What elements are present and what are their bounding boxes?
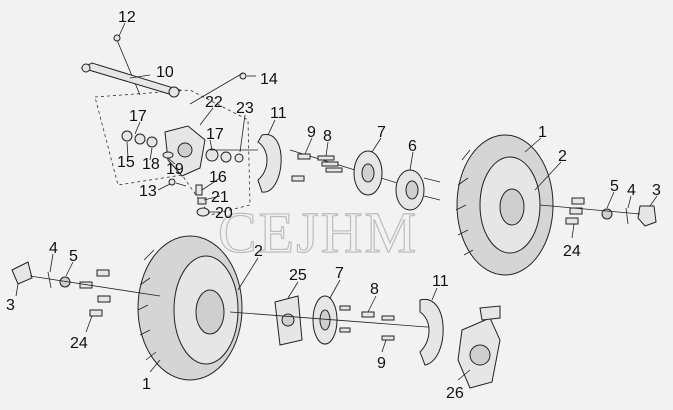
brake-shield-lower — [419, 299, 444, 366]
leader-lines — [15, 22, 658, 381]
callout-2-lower: 2 — [254, 243, 263, 260]
tire-upper-right — [455, 134, 554, 276]
callout-9-lower: 9 — [377, 355, 386, 372]
brake-disc-upper — [353, 150, 383, 196]
callout-21: 21 — [211, 189, 229, 206]
tire-lower-left — [137, 235, 243, 381]
bolts-lower — [229, 305, 441, 341]
callout-24-left: 24 — [70, 335, 88, 352]
callout-23: 23 — [236, 100, 254, 117]
callout-11-lower: 11 — [432, 273, 449, 290]
callout-3-left: 3 — [6, 297, 15, 314]
brake-shield-upper — [210, 134, 282, 193]
callout-4-right: 4 — [627, 182, 636, 199]
callout-11-upper: 11 — [270, 105, 287, 122]
steering-knuckle-lower — [457, 305, 501, 389]
callout-1-lower: 1 — [142, 376, 151, 393]
callout-4-left: 4 — [49, 240, 58, 257]
callout-10: 10 — [156, 64, 174, 81]
callout-14: 14 — [260, 71, 278, 88]
watermark-text: CEJHM — [218, 200, 418, 265]
callout-22: 22 — [205, 94, 223, 111]
callout-13: 13 — [139, 183, 157, 200]
callout-8-upper: 8 — [323, 128, 332, 145]
callout-9-upper: 9 — [307, 124, 316, 141]
callout-1-upper: 1 — [538, 124, 547, 141]
callout-8-lower: 8 — [370, 281, 379, 298]
callout-17-left: 17 — [129, 108, 147, 125]
callout-17-right: 17 — [206, 126, 224, 143]
callout-16: 16 — [209, 169, 227, 186]
callout-25: 25 — [289, 267, 307, 284]
brake-disc-lower — [312, 295, 338, 345]
callout-labels: 12 10 14 22 23 11 17 17 15 18 19 16 21 1… — [6, 9, 661, 402]
steering-subassembly-outline — [94, 89, 251, 216]
cotter-pin-14 — [189, 72, 256, 105]
callout-12: 12 — [118, 9, 136, 26]
callout-24-right: 24 — [563, 243, 581, 260]
callout-5-left: 5 — [69, 248, 78, 265]
left-small-parts — [11, 261, 161, 317]
callout-5-right: 5 — [610, 178, 619, 195]
callout-20: 20 — [215, 205, 233, 222]
right-small-parts — [539, 197, 657, 227]
callout-6: 6 — [408, 138, 417, 155]
callout-18: 18 — [142, 156, 160, 173]
callout-3-right: 3 — [652, 182, 661, 199]
lower-knuckle-parts — [168, 178, 210, 217]
callout-26: 26 — [446, 385, 464, 402]
callout-2-upper: 2 — [558, 148, 567, 165]
callout-19: 19 — [166, 161, 184, 178]
wheel-hub-upper — [395, 169, 441, 211]
callout-7-upper: 7 — [377, 124, 386, 141]
callout-15: 15 — [117, 154, 135, 171]
callout-7-lower: 7 — [335, 265, 344, 282]
wheel-hub-lower — [274, 295, 303, 346]
tie-rod-assembly — [80, 34, 181, 98]
